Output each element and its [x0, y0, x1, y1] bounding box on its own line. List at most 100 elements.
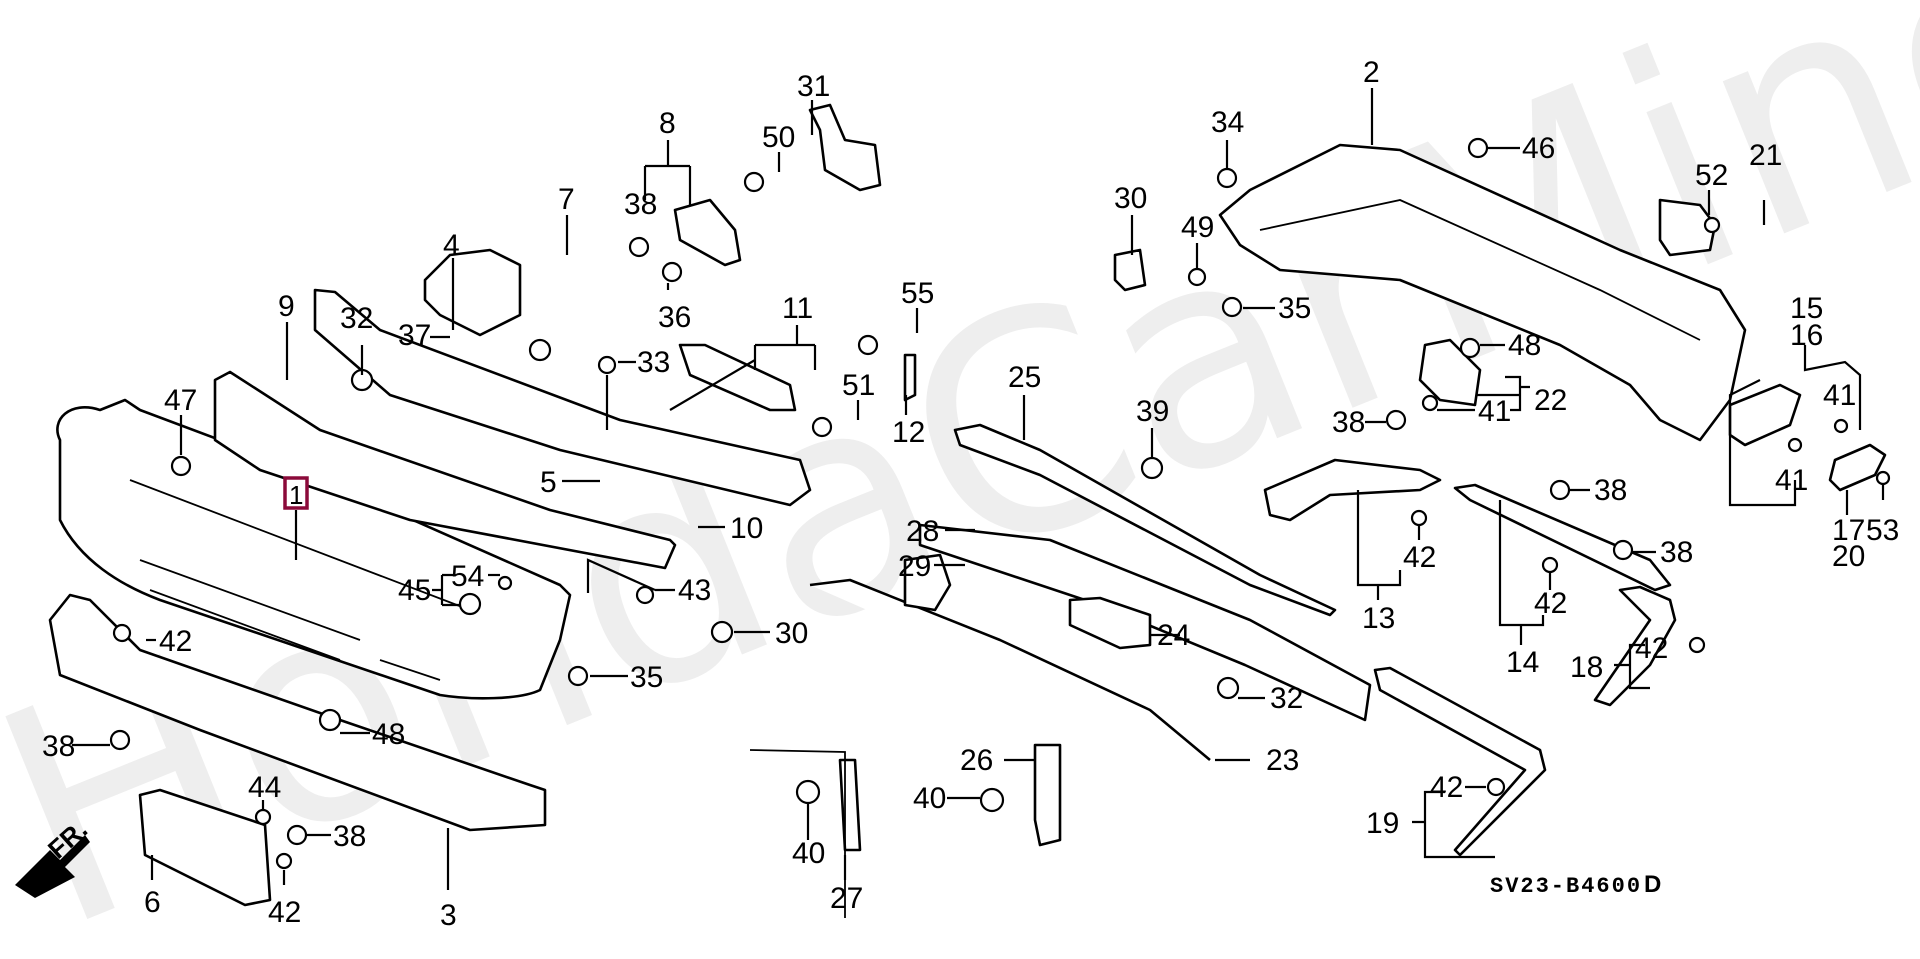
fastener-38d[interactable] [1612, 539, 1634, 561]
callout-21[interactable]: 21 [1749, 139, 1782, 172]
callout-10[interactable]: 10 [730, 512, 763, 545]
callout-11[interactable]: 11 [782, 292, 813, 325]
part-25-rear-beam-upper[interactable] [953, 423, 1337, 617]
callout-45[interactable]: 45 [398, 574, 431, 607]
callout-49[interactable]: 49 [1181, 211, 1214, 244]
callout-29[interactable]: 29 [898, 550, 931, 583]
callout-34[interactable]: 34 [1211, 106, 1244, 139]
part-27-bracket[interactable] [838, 758, 862, 852]
part-9-front-absorber[interactable] [213, 370, 677, 570]
callout-14[interactable]: 14 [1506, 646, 1539, 679]
callout-19[interactable]: 19 [1366, 807, 1399, 840]
fastener-35b[interactable] [1221, 296, 1243, 318]
callout-38c[interactable]: 38 [1594, 474, 1627, 507]
callout-36[interactable]: 36 [658, 301, 691, 334]
callout-9[interactable]: 9 [278, 290, 295, 323]
callout-15[interactable]: 15 [1790, 292, 1823, 325]
callout-38e[interactable]: 38 [42, 730, 75, 763]
callout-33[interactable]: 33 [637, 346, 670, 379]
fastener-50[interactable] [743, 171, 765, 193]
callout-24[interactable]: 24 [1157, 619, 1190, 652]
fastener-35a[interactable] [567, 665, 589, 687]
part-21-bracket[interactable] [1658, 198, 1717, 257]
part-7-bracket[interactable] [423, 248, 522, 337]
callout-53[interactable]: 53 [1866, 514, 1899, 547]
callout-38f[interactable]: 38 [333, 820, 366, 853]
fastener-49[interactable] [1187, 267, 1207, 287]
fastener-40a[interactable] [795, 779, 821, 805]
fastener-41c[interactable] [1787, 437, 1803, 453]
fastener-42d[interactable] [1541, 556, 1559, 574]
part-2-rear-bumper-face[interactable] [1218, 143, 1747, 442]
fastener-40b[interactable] [979, 787, 1005, 813]
callout-label[interactable]: 1 [289, 480, 303, 510]
fastener-36[interactable] [661, 261, 683, 283]
fastener-32b[interactable] [1216, 676, 1240, 700]
fastener-38b[interactable] [1385, 409, 1407, 431]
callout-40b[interactable]: 40 [913, 782, 946, 815]
part-17-20-reflector[interactable] [1828, 443, 1887, 492]
fastener-42c[interactable] [275, 852, 293, 870]
callout-13[interactable]: 13 [1362, 602, 1395, 635]
callout-25[interactable]: 25 [1008, 361, 1041, 394]
callout-3[interactable]: 3 [440, 899, 457, 932]
fastener-41b[interactable] [1833, 418, 1849, 434]
part-23-rear-beam[interactable] [809, 578, 1211, 761]
fastener-52[interactable] [1703, 216, 1721, 234]
fastener-42b[interactable] [1410, 509, 1428, 527]
callout-50[interactable]: 50 [762, 121, 795, 154]
callout-5[interactable]: 5 [540, 466, 557, 499]
callout-43[interactable]: 43 [678, 574, 711, 607]
fastener-51[interactable] [811, 416, 833, 438]
part-11-absorber[interactable] [678, 343, 797, 412]
callout-42d[interactable]: 42 [1534, 587, 1567, 620]
callout-35a[interactable]: 35 [630, 661, 663, 694]
callout-54[interactable]: 54 [451, 560, 484, 593]
callout-42e[interactable]: 42 [1635, 632, 1668, 665]
callout-42b[interactable]: 42 [1403, 541, 1436, 574]
fastener-39[interactable] [1140, 456, 1164, 480]
fastener-38e[interactable] [109, 729, 131, 751]
fastener-38a[interactable] [628, 236, 650, 258]
callout-41a[interactable]: 41 [1478, 395, 1511, 428]
callout-51[interactable]: 51 [842, 369, 875, 402]
fastener-42e[interactable] [1688, 636, 1706, 654]
callout-42c[interactable]: 42 [268, 896, 301, 929]
part-13-spoiler[interactable] [1263, 458, 1442, 522]
fastener-45[interactable] [458, 592, 482, 616]
callout-17[interactable]: 17 [1832, 514, 1865, 547]
callout-26[interactable]: 26 [960, 744, 993, 777]
callout-2[interactable]: 2 [1363, 56, 1380, 89]
fastener-37[interactable] [528, 338, 552, 362]
callout-23[interactable]: 23 [1266, 744, 1299, 777]
fastener-38f[interactable] [286, 824, 308, 846]
fastener-30a[interactable] [710, 620, 734, 644]
fastener-34[interactable] [1216, 167, 1238, 189]
part-14-spoiler[interactable] [1453, 483, 1672, 592]
callout-27[interactable]: 27 [830, 882, 863, 915]
callout-40a[interactable]: 40 [792, 837, 825, 870]
fastener-53[interactable] [1875, 470, 1891, 486]
callout-31[interactable]: 31 [797, 70, 830, 103]
part-24-vent[interactable] [1068, 596, 1152, 650]
callout-39[interactable]: 39 [1136, 395, 1169, 428]
callout-28[interactable]: 28 [906, 515, 939, 548]
callout-8[interactable]: 8 [659, 107, 676, 140]
callout-6[interactable]: 6 [144, 886, 161, 919]
part-15-16-reflector[interactable] [1728, 383, 1802, 447]
part-3-front-spoiler[interactable] [48, 593, 547, 832]
fastener-33[interactable] [597, 355, 617, 375]
callout-32a[interactable]: 32 [340, 302, 373, 335]
callout-41c[interactable]: 41 [1775, 464, 1808, 497]
callout-7[interactable]: 7 [558, 183, 575, 216]
callout-38b[interactable]: 38 [1332, 406, 1365, 439]
callout-35b[interactable]: 35 [1278, 292, 1311, 325]
callout-18[interactable]: 18 [1570, 651, 1603, 684]
fastener-48b[interactable] [1459, 337, 1481, 359]
callout-22[interactable]: 22 [1534, 384, 1567, 417]
part-8-bracket[interactable] [673, 198, 742, 267]
fastener-38c[interactable] [1549, 479, 1571, 501]
callout-32b[interactable]: 32 [1270, 682, 1303, 715]
callout-42f[interactable]: 42 [1430, 771, 1463, 804]
callout-55[interactable]: 55 [901, 277, 934, 310]
